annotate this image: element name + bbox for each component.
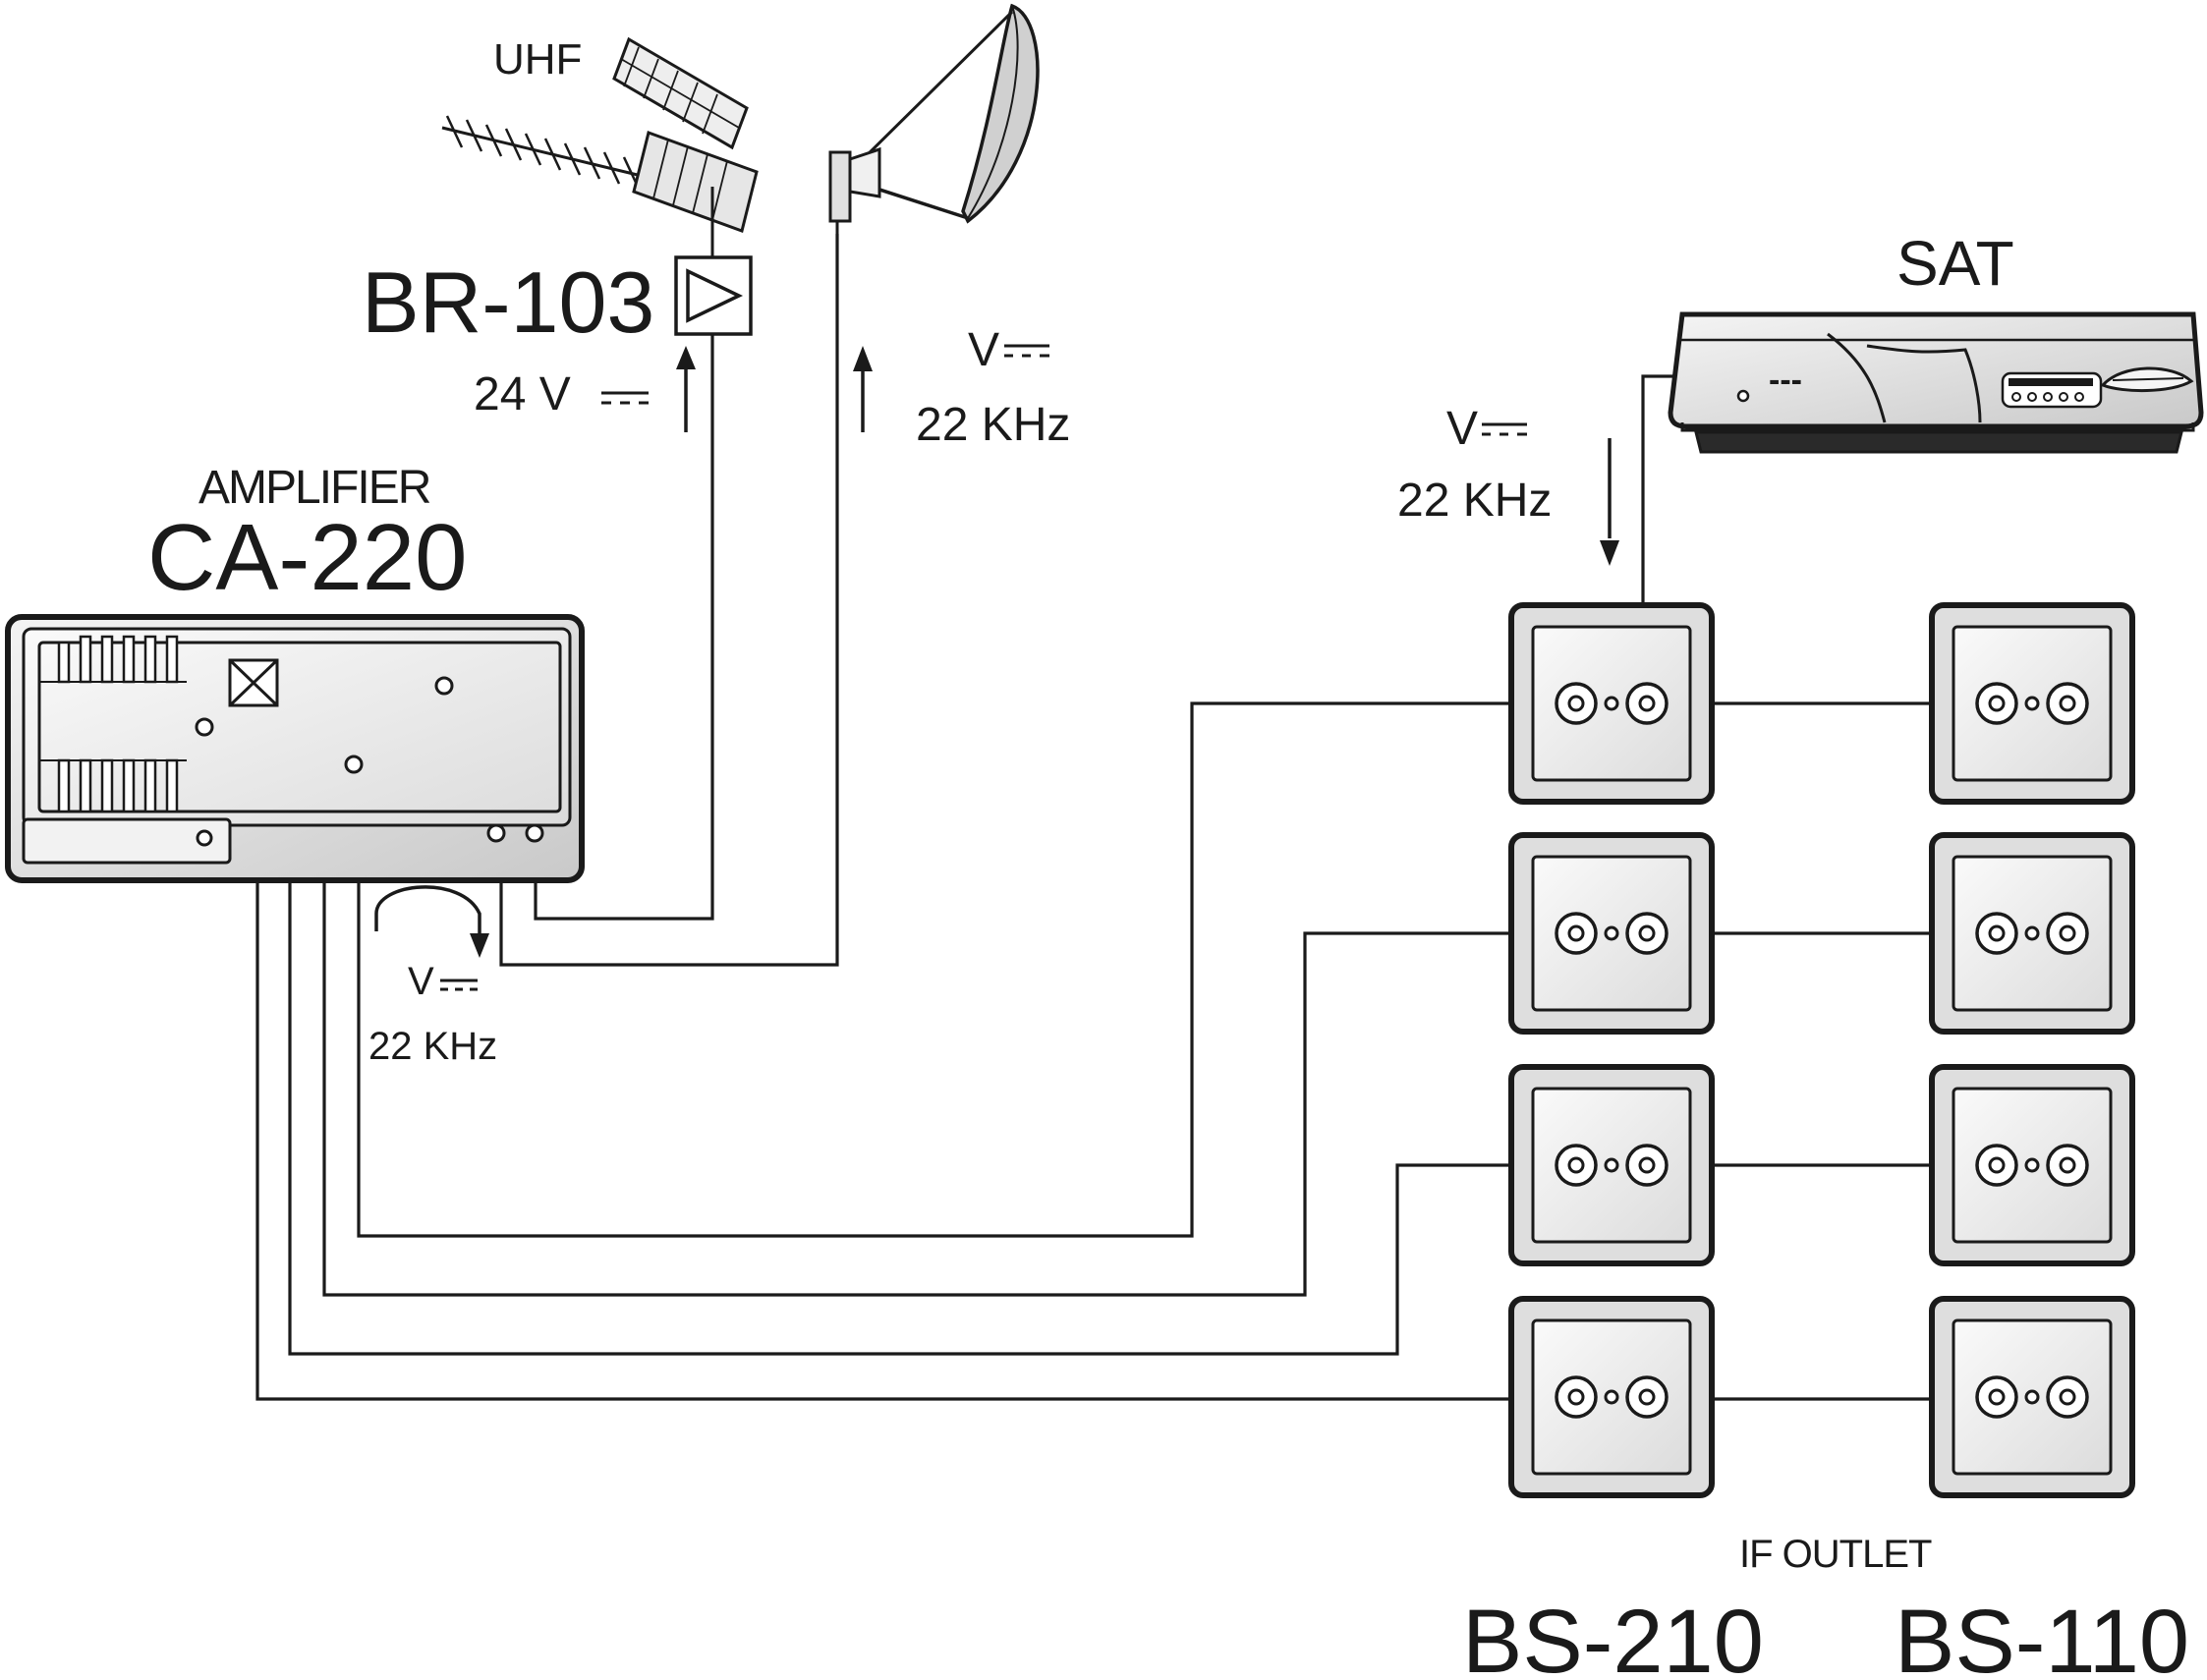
arrow-down-icon — [1600, 438, 1619, 566]
dc-symbol-icon — [440, 979, 478, 991]
amp-freq-label: 22 KHz — [368, 1025, 497, 1068]
outlet-bs210-4 — [1508, 1296, 1715, 1498]
arrow-up-icon — [853, 346, 873, 432]
outlet-bs110-2 — [1929, 832, 2135, 1035]
outlet-bs110-4 — [1929, 1296, 2135, 1498]
uhf-label: UHF — [493, 35, 582, 84]
cable-network — [255, 234, 1932, 1401]
outlet-bs110-1 — [1929, 602, 2135, 805]
sat-receiver: --- — [1668, 311, 2204, 454]
outlet-bs210-3 — [1508, 1064, 1715, 1266]
dc-symbol-icon — [1482, 422, 1527, 436]
arrow-up-icon — [676, 346, 696, 432]
dish-voltage-label: V — [968, 324, 999, 376]
dc-symbol-icon — [1004, 344, 1049, 358]
satellite-dish-icon — [828, 3, 1040, 234]
sat-freq-label: 22 KHz — [1397, 475, 1552, 527]
dish-freq-label: 22 KHz — [916, 399, 1070, 451]
outlet-bs210-1 — [1508, 602, 1715, 805]
amplifier-ca220 — [5, 614, 585, 883]
uhf-antenna-icon — [441, 36, 759, 257]
sat-display: --- — [1769, 362, 1802, 399]
dc-symbol-icon — [601, 391, 649, 405]
sat-label: SAT — [1896, 228, 2014, 299]
if-outlet-label: IF OUTLET — [1739, 1533, 1932, 1576]
bs110-label: BS-110 — [1895, 1592, 2189, 1680]
br103-label: BR-103 — [362, 253, 654, 351]
arrow-down-icon — [374, 885, 489, 958]
amplifier-triangle-icon — [674, 255, 753, 336]
br103-voltage-label: 24 V — [474, 368, 571, 420]
bs210-label: BS-210 — [1462, 1592, 1764, 1680]
outlet-bs110-3 — [1929, 1064, 2135, 1266]
outlet-bs210-2 — [1508, 832, 1715, 1035]
outlet-grid — [1508, 602, 2135, 1498]
sat-voltage-label: V — [1446, 403, 1478, 455]
amp-voltage-label: V — [408, 960, 434, 1003]
ca220-label: CA-220 — [147, 505, 468, 610]
amplifier-label: AMPLIFIER — [198, 462, 430, 514]
